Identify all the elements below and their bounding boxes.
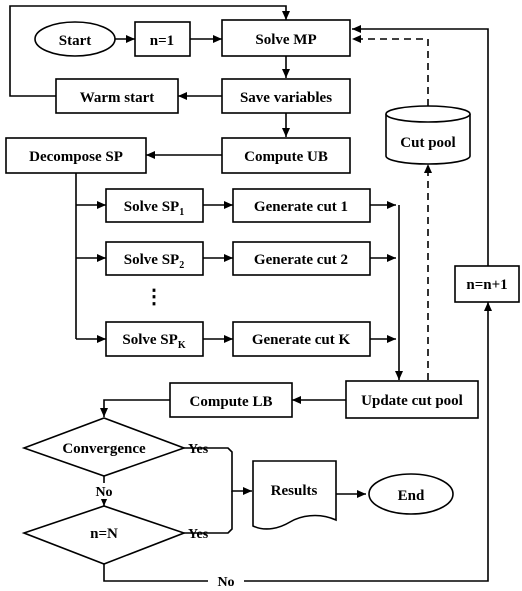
edge-computelb-to-convergence bbox=[100, 399, 170, 417]
generate-cutk-label: Generate cut K bbox=[252, 332, 351, 348]
no-label-bg bbox=[90, 483, 120, 499]
results-label: Results bbox=[271, 483, 318, 499]
solve-spk-node: Solve SPK bbox=[105, 321, 204, 357]
warm-start-label: Warm start bbox=[80, 90, 155, 106]
end-node: End bbox=[368, 473, 454, 515]
convergence-label: Convergence bbox=[62, 441, 146, 457]
solve-sp1-label: Solve SP1 bbox=[124, 199, 184, 218]
edge-neqn-no bbox=[103, 302, 492, 582]
compute-ub-label: Compute UB bbox=[244, 149, 328, 165]
generate-cut2-node: Generate cut 2 bbox=[232, 241, 371, 276]
compute-lb-label: Compute LB bbox=[190, 394, 273, 410]
n-equals-N-label: n=N bbox=[90, 526, 118, 542]
edge-warmstart-to-solvemp bbox=[9, 5, 290, 97]
decompose-sp-label: Decompose SP bbox=[29, 149, 123, 165]
start-node: Start bbox=[34, 21, 116, 57]
solve-sp1-text: Solve SP bbox=[124, 199, 179, 215]
warm-start-node: Warm start bbox=[55, 78, 179, 114]
n-increment-label: n=n+1 bbox=[466, 277, 507, 293]
vertical-ellipsis: ⋮ bbox=[144, 286, 164, 308]
solve-sp2-subscript: 2 bbox=[179, 260, 184, 271]
edge-ninc-to-solvemp bbox=[352, 25, 489, 266]
save-variables-node: Save variables bbox=[221, 78, 351, 114]
n-init-node: n=1 bbox=[134, 21, 191, 57]
solve-sp2-node: Solve SP2 bbox=[105, 241, 204, 276]
no-label-bottom-bg bbox=[208, 573, 244, 589]
edge-cutpool-to-solvemp bbox=[352, 35, 429, 106]
convergence-decision: Convergence bbox=[21, 417, 187, 477]
n-init-label: n=1 bbox=[150, 33, 174, 49]
start-label: Start bbox=[59, 33, 92, 49]
generate-cut1-label: Generate cut 1 bbox=[254, 199, 348, 215]
n-increment-node: n=n+1 bbox=[454, 265, 520, 303]
edge-convergence-yes bbox=[184, 447, 252, 495]
generate-cutk-node: Generate cut K bbox=[232, 321, 371, 357]
solve-sp1-subscript: 1 bbox=[179, 207, 184, 218]
compute-ub-node: Compute UB bbox=[221, 137, 351, 174]
yes-label-convergence: Yes bbox=[188, 442, 209, 457]
update-cut-pool-node: Update cut pool bbox=[345, 380, 479, 419]
no-label-bottom: No bbox=[217, 575, 234, 590]
solve-mp-label: Solve MP bbox=[255, 32, 316, 48]
solve-spk-text: Solve SP bbox=[122, 332, 177, 348]
end-label: End bbox=[398, 488, 425, 504]
cut-pool-label: Cut pool bbox=[400, 135, 455, 151]
solve-spk-subscript: K bbox=[178, 340, 186, 351]
results-document: Results bbox=[252, 460, 337, 530]
n-equals-N-decision: n=N bbox=[21, 505, 187, 565]
solve-sp2-label: Solve SP2 bbox=[124, 252, 184, 271]
edge-neqn-yes bbox=[184, 491, 233, 534]
save-variables-label: Save variables bbox=[240, 90, 332, 106]
generate-cut2-label: Generate cut 2 bbox=[254, 252, 348, 268]
update-cut-pool-label: Update cut pool bbox=[361, 393, 463, 409]
cut-pool-cylinder: Cut pool bbox=[385, 105, 471, 165]
no-label-convergence: No bbox=[95, 485, 112, 500]
generate-cut1-node: Generate cut 1 bbox=[232, 188, 371, 223]
solve-sp2-text: Solve SP bbox=[124, 252, 179, 268]
compute-lb-node: Compute LB bbox=[169, 382, 293, 418]
solve-spk-label: Solve SPK bbox=[122, 332, 185, 351]
solve-sp1-node: Solve SP1 bbox=[105, 188, 204, 223]
decompose-sp-node: Decompose SP bbox=[5, 137, 147, 174]
yes-label-neqn: Yes bbox=[188, 527, 209, 542]
solve-mp-node: Solve MP bbox=[221, 19, 351, 57]
